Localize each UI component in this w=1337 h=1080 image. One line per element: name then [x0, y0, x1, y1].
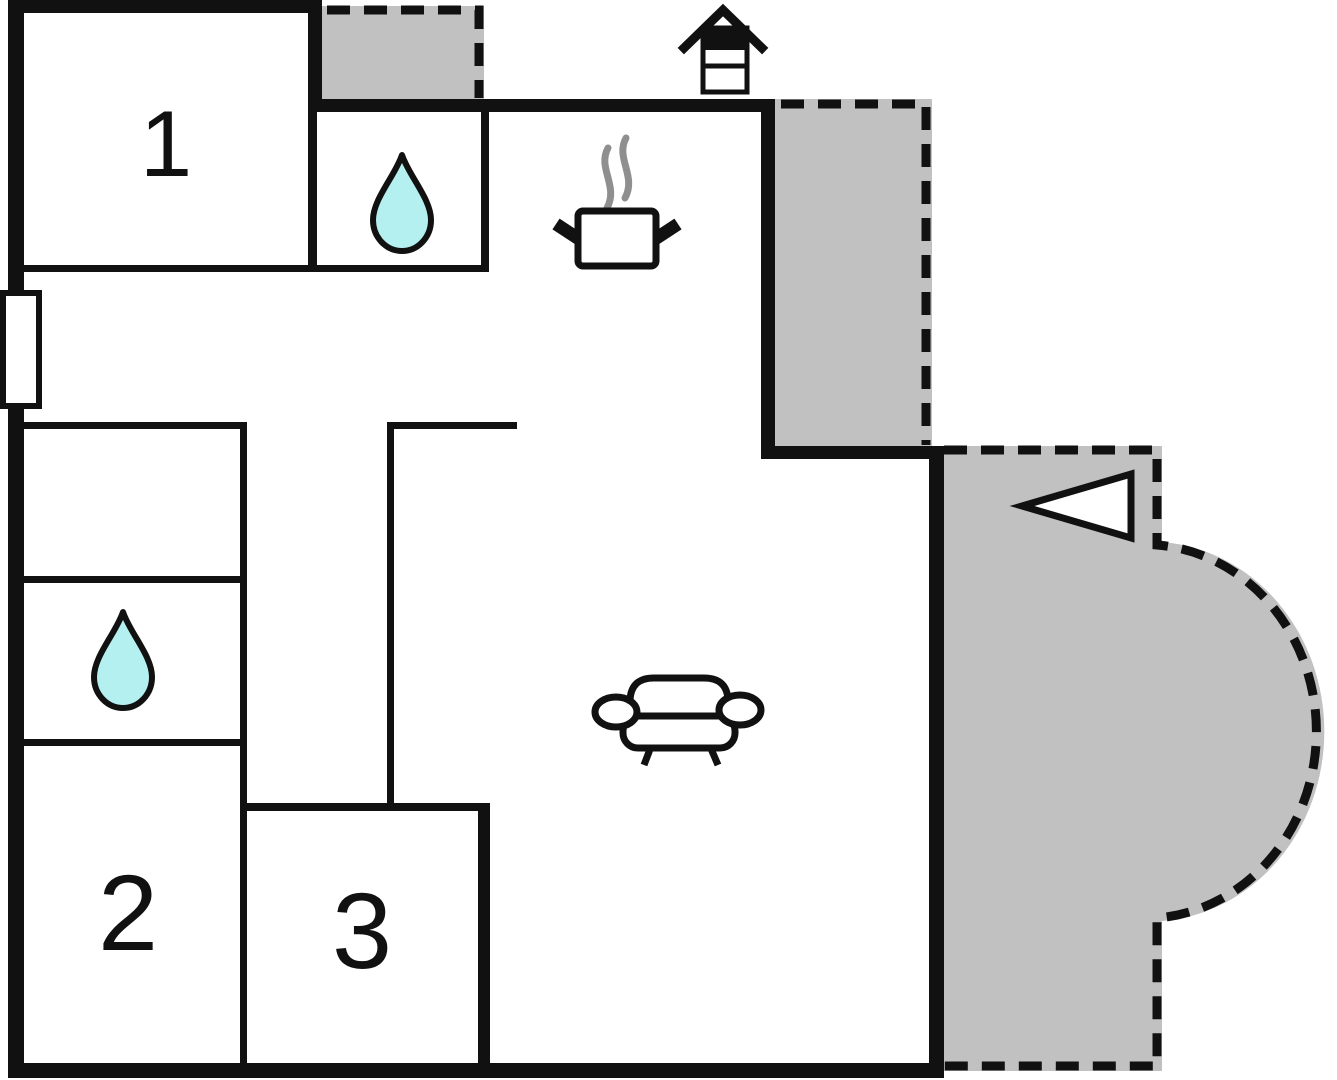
wall-segment: [761, 99, 775, 459]
window-icon: [0, 290, 42, 409]
wall-segment: [8, 0, 24, 1078]
wall-segment: [8, 0, 322, 13]
room-2-label: 2: [98, 852, 158, 973]
wall-segment: [8, 1063, 944, 1078]
terrace-areas: [322, 6, 1325, 1071]
wall-segment: [387, 422, 517, 429]
dashed-border: [327, 5, 484, 98]
water-drop-icon: [370, 152, 434, 254]
terrace-top-balcony: [322, 6, 484, 99]
wall-segment: [387, 422, 394, 810]
terrace-lower-right-rounded: [944, 446, 1325, 1071]
room-1-label: 1: [140, 91, 192, 196]
wall-segment: [24, 576, 247, 583]
sofa-seat: [619, 712, 739, 752]
room-3-label: 3: [332, 870, 392, 991]
well-top-band: [703, 28, 747, 50]
wall-segment: [240, 803, 489, 811]
water-drops: [91, 152, 434, 711]
pot-body: [574, 207, 660, 270]
wall-segment: [308, 107, 317, 272]
dashed-border: [781, 99, 931, 445]
wall-segment: [24, 265, 488, 272]
dashed-border: [944, 445, 1321, 1071]
wall-segment: [240, 422, 247, 1063]
wall-segment: [478, 803, 490, 1063]
wall-segment: [929, 446, 944, 1078]
wall-segment: [24, 422, 247, 429]
sofa-armrest: [591, 693, 641, 731]
walls: [8, 0, 944, 1078]
sofa-armrest: [715, 691, 765, 729]
entrance-arrow-icon: [1009, 469, 1135, 543]
room-labels: 1 2 3: [98, 91, 392, 991]
wall-segment: [308, 99, 775, 112]
steam-line: [601, 144, 615, 212]
sofa-icon: [591, 674, 765, 767]
steam-icon: [601, 134, 633, 212]
cooking-pot-icon: [552, 207, 682, 270]
wall-segment: [481, 107, 489, 272]
steam-line: [619, 134, 633, 202]
wall-segment: [761, 446, 944, 459]
wall-segment: [308, 0, 322, 112]
wall-segment: [24, 739, 247, 746]
water-drop-icon: [91, 609, 155, 711]
terrace-upper-right: [775, 99, 932, 446]
terrace-dashed-borders: [327, 5, 1321, 1071]
kitchen-icons: [552, 134, 682, 270]
well-icon: [677, 3, 769, 95]
